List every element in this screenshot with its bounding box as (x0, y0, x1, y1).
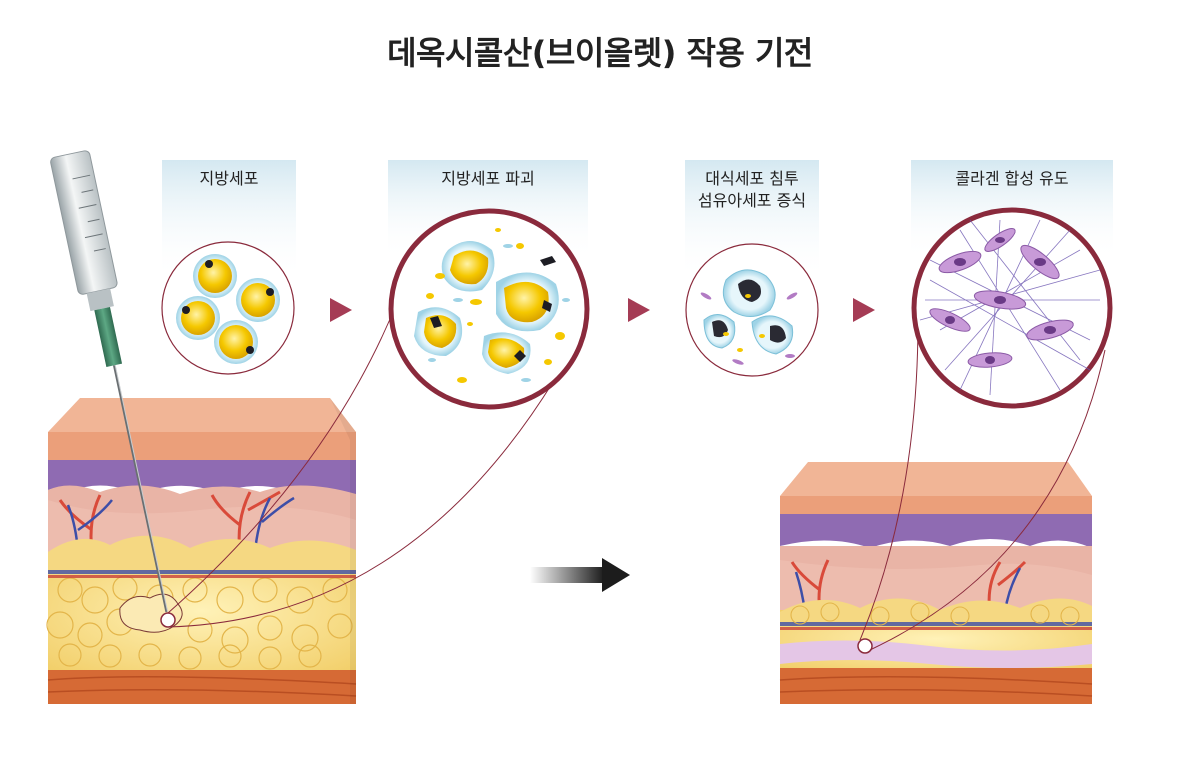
arrow-right-icon (853, 298, 875, 322)
fibroblast-cell (1020, 244, 1060, 280)
stage-label-text-line2: 섬유아세포 증식 (697, 191, 807, 210)
macrophage-circle (685, 243, 819, 377)
fibroblast-cell (984, 228, 1016, 252)
collagen-circle (911, 207, 1113, 409)
fat-cells-circle (161, 241, 295, 375)
fibroblast-cell (929, 308, 971, 332)
magnifier-lines (167, 299, 1106, 651)
syringe-icon (50, 150, 169, 613)
skin-block-before (46, 398, 357, 704)
skin-block-after (779, 462, 1093, 704)
fat-cell (193, 254, 237, 298)
stage-label-text: 지방세포 (199, 169, 259, 188)
fibroblast-cell (938, 250, 982, 274)
macrophage-cell (722, 269, 776, 317)
stage-label-fat-destruction: 지방세포 파괴 (388, 162, 588, 222)
destroyed-fat-cells-circle (388, 208, 590, 410)
fat-cell (214, 320, 258, 364)
fibroblast-cell (973, 290, 1027, 310)
arrow-right-icon (628, 298, 650, 322)
fat-cell (236, 278, 280, 322)
stage-label-text: 콜라겐 합성 유도 (955, 169, 1069, 188)
stage-label-fat-cells: 지방세포 (162, 162, 296, 222)
page-title: 데옥시콜산(브이올렛) 작용 기전 (387, 34, 813, 72)
fat-cell (176, 296, 220, 340)
gradient-arrow-icon (530, 558, 630, 592)
stage-label-collagen: 콜라겐 합성 유도 (911, 162, 1113, 222)
fibroblast-cell (1026, 319, 1074, 341)
stage-label-macrophage: 대식세포 침투 섬유아세포 증식 (685, 162, 819, 222)
fibroblast-cell (967, 352, 1013, 368)
stage-label-text: 지방세포 파괴 (441, 169, 535, 188)
stage-label-text-line1: 대식세포 침투 (705, 169, 799, 188)
arrow-right-icon (330, 298, 352, 322)
macrophage-cell (751, 315, 794, 355)
